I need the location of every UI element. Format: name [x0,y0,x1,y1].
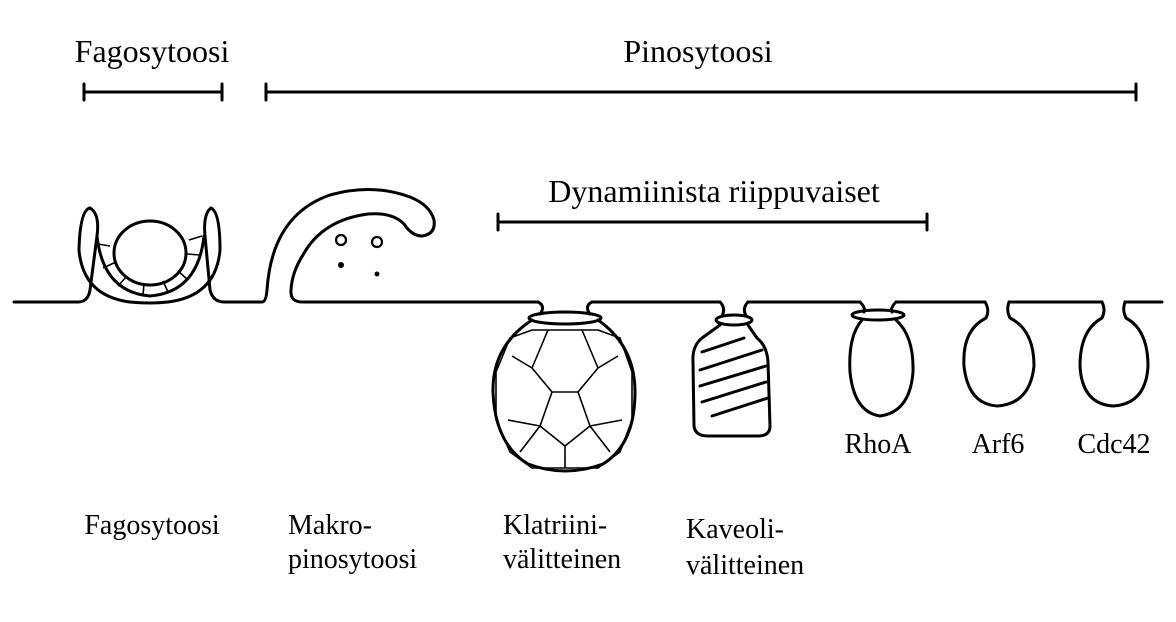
bracket-dynamiini [498,214,927,230]
label-kaveoli-line2: välitteinen [686,550,804,581]
bracket-pinosytoosi [266,84,1136,100]
macropinosome-droplets [336,235,382,277]
label-klatriini-line1: Klatriini- [503,510,607,541]
label-cdc42: Cdc42 [1077,429,1150,460]
label-makro-line1: Makro- [288,510,372,541]
rhoa-vesicle [850,302,913,416]
label-rhoa: RhoA [845,429,913,460]
clathrin-vesicle [493,302,635,471]
header-fagosytoosi: Fagosytoosi [75,33,230,69]
label-fagosytoosi: Fagosytoosi [84,510,220,541]
label-kaveoli-line1: Kaveoli- [686,514,784,545]
header-pinosytoosi: Pinosytoosi [623,33,772,69]
arf6-vesicle [964,302,1034,406]
cdc42-vesicle [1080,302,1148,406]
label-makro-line2: pinosytoosi [288,544,417,575]
phagocytosed-particle [114,221,186,285]
caveolae-vesicle [693,302,770,436]
header-dynamiini: Dynamiinista riippuvaiset [548,173,880,209]
label-arf6: Arf6 [972,429,1025,460]
label-klatriini-line2: välitteinen [503,544,621,575]
bracket-fagosytoosi [84,84,222,100]
